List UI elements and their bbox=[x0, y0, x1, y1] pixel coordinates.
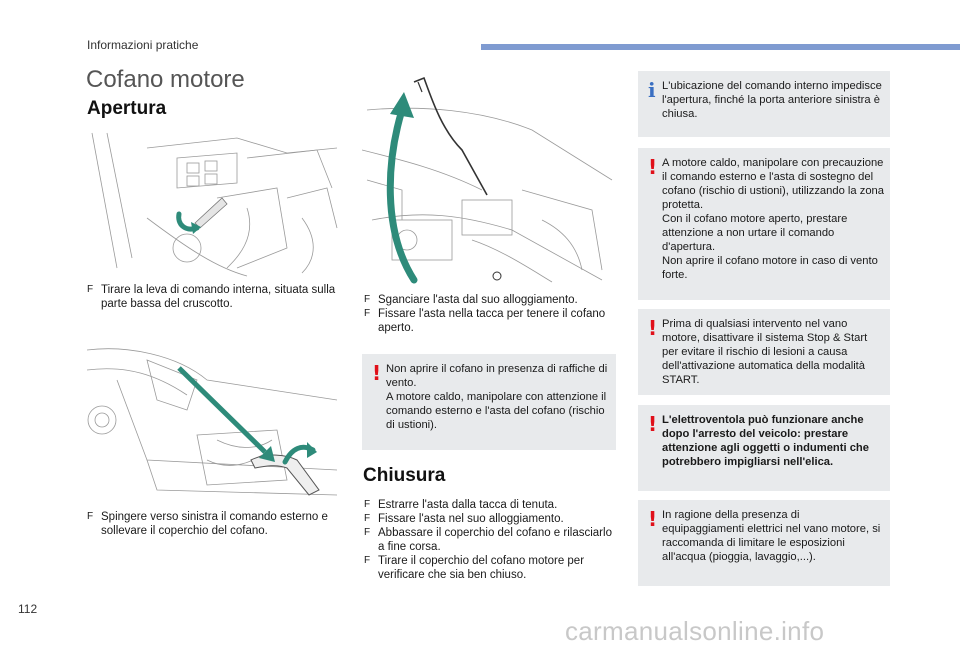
info-note-interior-control: i L'ubicazione del comando interno imped… bbox=[638, 71, 890, 137]
exterior-latch-illustration bbox=[87, 340, 340, 500]
header-accent-bar bbox=[481, 44, 960, 50]
page-title: Cofano motore bbox=[86, 66, 245, 93]
warning-icon: ! bbox=[648, 412, 658, 436]
interior-lever-illustration bbox=[87, 128, 340, 278]
warning-note-water: ! In ragione della presenza di equipaggi… bbox=[638, 500, 890, 586]
info-icon: i bbox=[648, 78, 656, 102]
warning-icon: ! bbox=[648, 316, 658, 340]
engine-bay-prop-rod-illustration bbox=[362, 70, 617, 286]
warning-icon: ! bbox=[648, 155, 658, 179]
watermark: carmanualsonline.info bbox=[565, 616, 825, 646]
warning-note-wind: ! Non aprire il cofano in presenza di ra… bbox=[362, 354, 616, 450]
warning-note-hot-engine: ! A motore caldo, manipolare con precauz… bbox=[638, 148, 890, 300]
page-number: 112 bbox=[18, 602, 38, 616]
section-title-apertura: Apertura bbox=[87, 98, 167, 119]
section-header: Informazioni pratiche bbox=[87, 38, 199, 52]
section-title-chiusura: Chiusura bbox=[363, 465, 446, 486]
warning-icon: ! bbox=[648, 507, 658, 531]
warning-note-fan: ! L'elettroventola può funzionare anche … bbox=[638, 405, 890, 491]
warning-note-stop-start: ! Prima di qualsiasi intervento nel vano… bbox=[638, 309, 890, 395]
warning-icon: ! bbox=[372, 361, 382, 385]
